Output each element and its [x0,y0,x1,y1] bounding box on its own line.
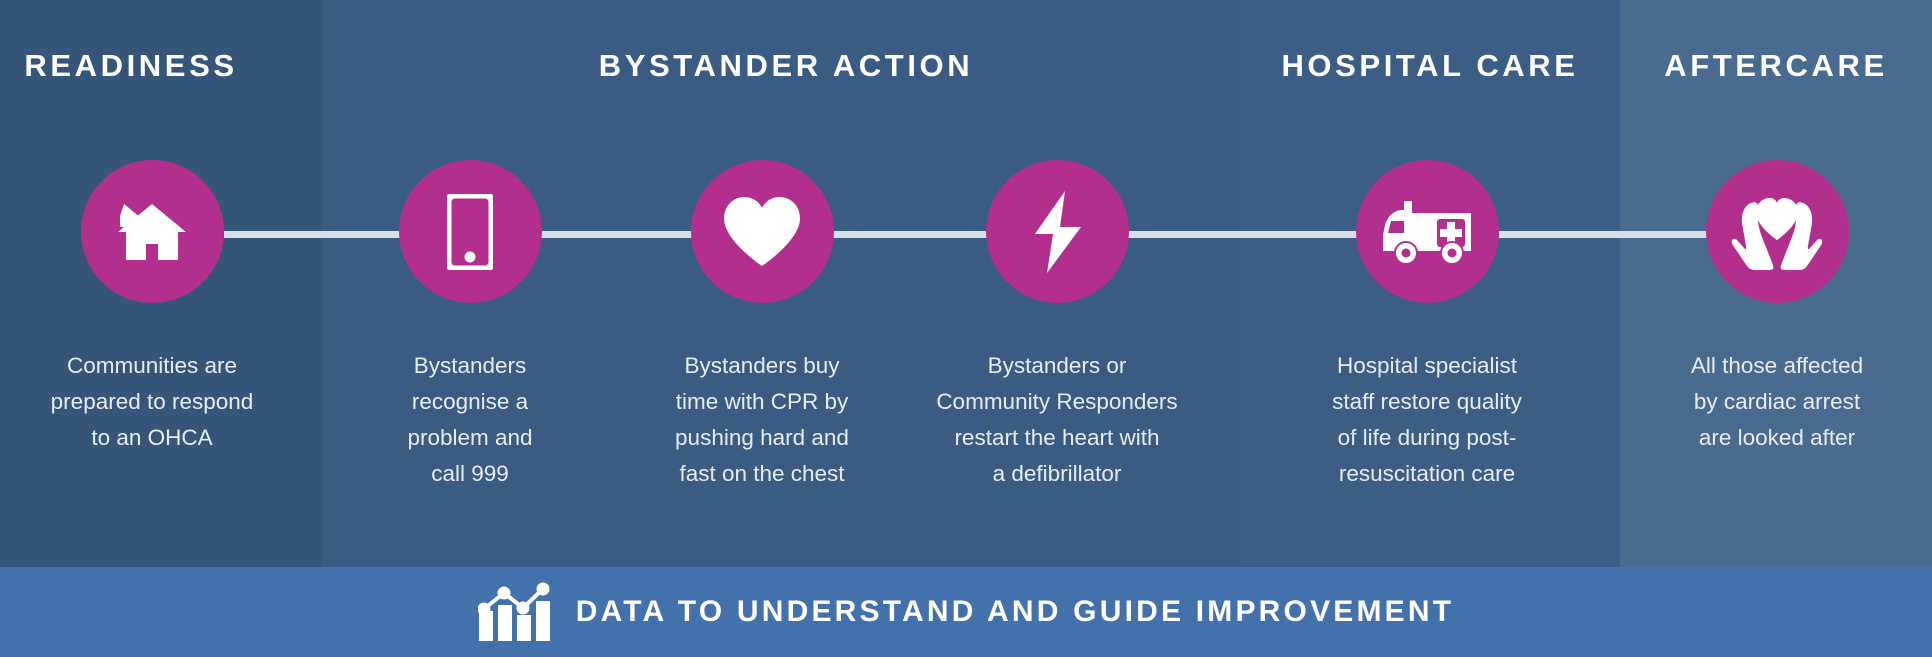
step-caption: Communities are prepared to respond to a… [50,353,254,450]
connector-line [224,231,542,238]
connector-line [834,231,1129,238]
step-caption: Bystanders recognise a problem and call … [407,353,533,486]
step-icon-badge[interactable] [80,160,224,303]
step-cpr[interactable]: Bystanders buy time with CPR by pushing … [617,160,907,492]
step-communities[interactable]: Communities are prepared to respond to a… [7,160,297,456]
step-caption: Bystanders buy time with CPR by pushing … [675,353,849,486]
step-icon-badge[interactable] [398,160,542,303]
step-icon-badge[interactable] [690,160,834,303]
step-aftercare[interactable]: All those affected by cardiac arrest are… [1632,160,1922,456]
step-caption: Bystanders or Community Responders resta… [936,353,1178,486]
step-call-999[interactable]: Bystanders recognise a problem and call … [325,160,615,492]
step-defibrillation[interactable]: Bystanders or Community Responders resta… [912,160,1202,492]
hands-heart-icon [1731,193,1823,271]
connector-line [542,231,834,238]
step-icon-badge[interactable] [985,160,1129,303]
step-icon-badge[interactable] [1705,160,1849,303]
mobile-phone-icon [447,193,493,270]
ambulance-icon [1382,199,1472,265]
houses-icon [108,196,196,268]
step-icon-badge[interactable] [1355,160,1499,303]
heart-icon [721,195,803,269]
connector-line [1129,231,1427,238]
connector-line [1499,231,1777,238]
step-hospital[interactable]: Hospital specialist staff restore qualit… [1282,160,1572,492]
data-banner-label: DATA TO UNDERSTAND AND GUIDE IMPROVEMENT [575,595,1455,628]
lightning-bolt-icon [1029,190,1085,274]
step-caption: Hospital specialist staff restore qualit… [1332,353,1522,486]
step-caption: All those affected by cardiac arrest are… [1690,353,1864,450]
data-banner[interactable]: DATA TO UNDERSTAND AND GUIDE IMPROVEMENT [0,567,1932,657]
bar-chart-icon [477,581,550,648]
